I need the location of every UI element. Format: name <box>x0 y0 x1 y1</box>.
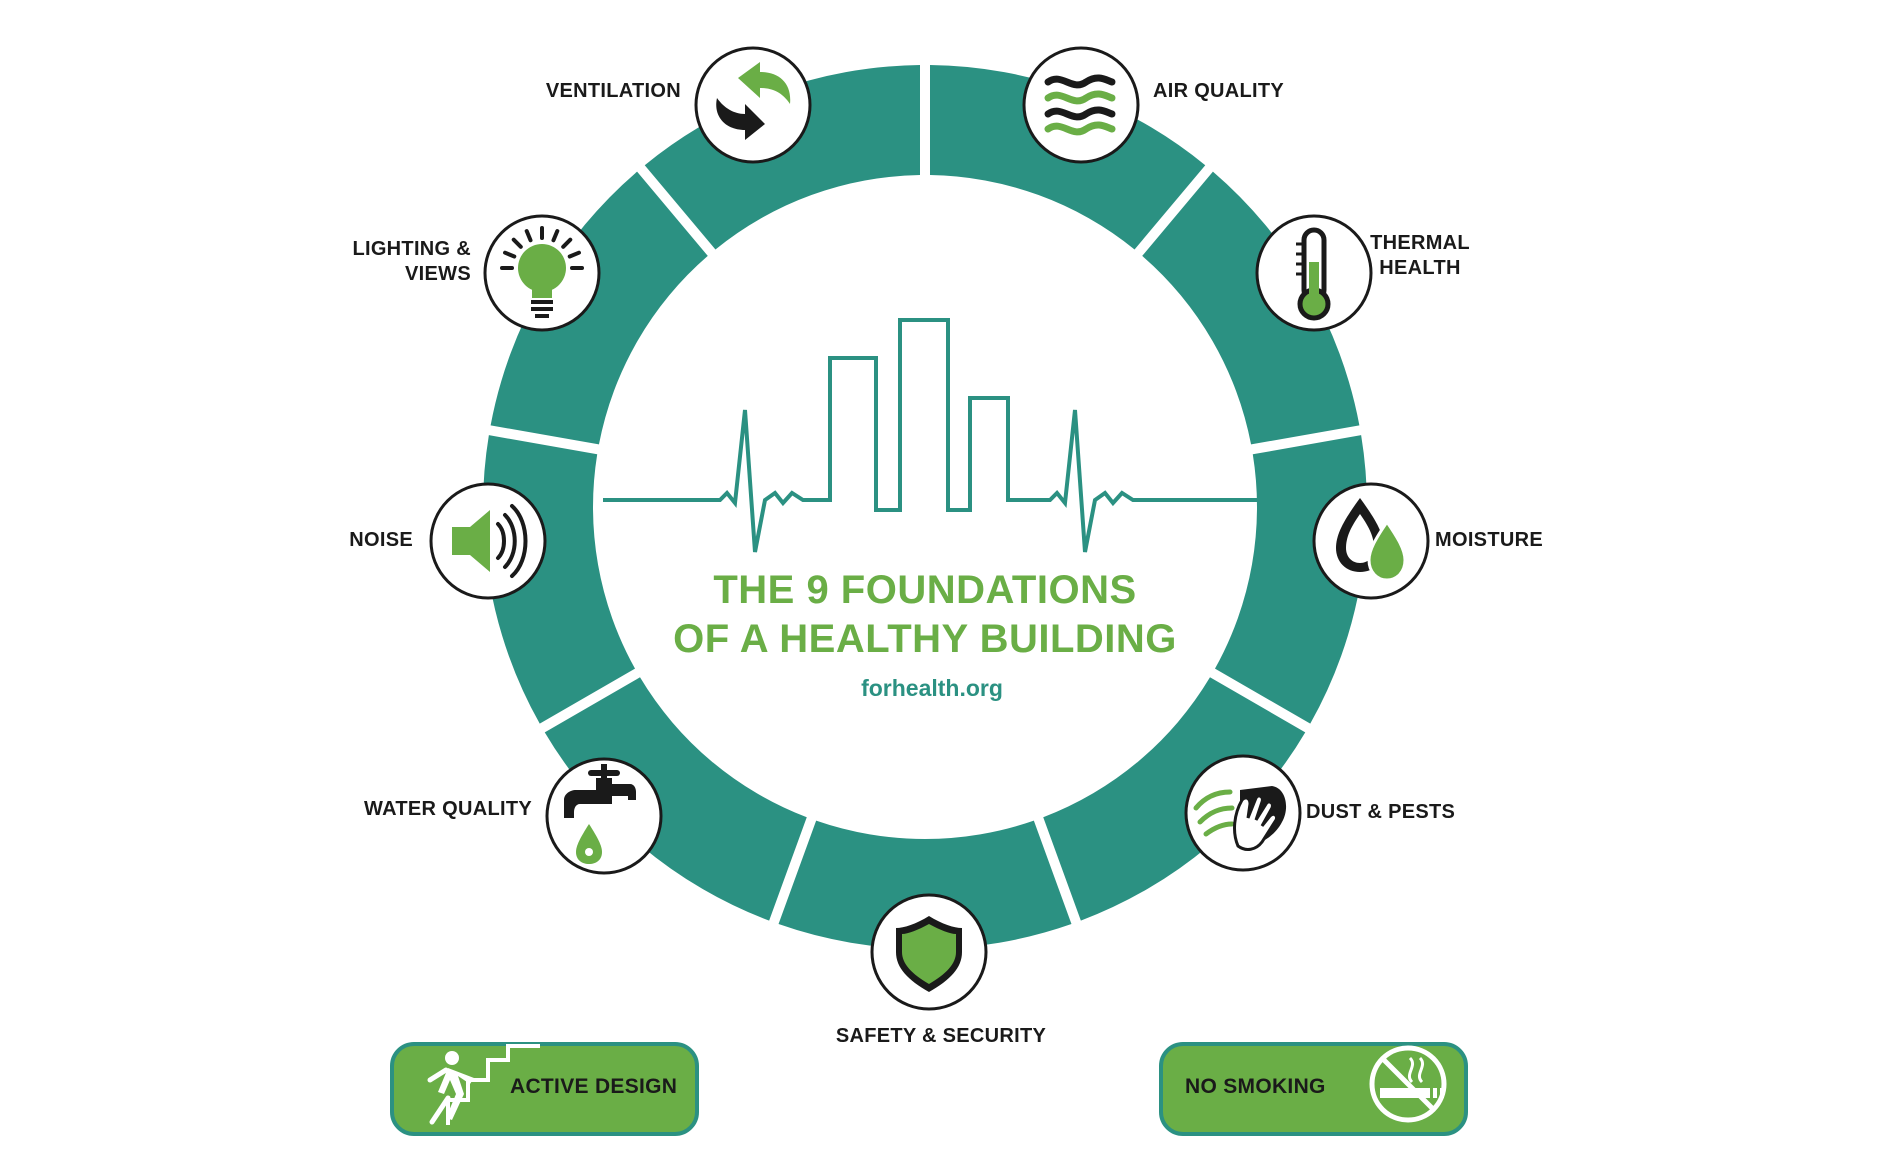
air-waves-icon <box>1044 74 1116 136</box>
no-smoking-badge[interactable]: NO SMOKING <box>1159 1042 1468 1136</box>
ring-segment <box>1142 171 1360 445</box>
bulb-ray <box>561 237 573 249</box>
foundation-ventilation[interactable]: VENTILATION <box>546 46 812 164</box>
bulb-ray <box>524 229 533 243</box>
ventilation-arrows-icon <box>716 62 791 140</box>
lightbulb-icon <box>500 226 584 318</box>
title-line-2: OF A HEALTHY BUILDING <box>673 617 1177 661</box>
foundation-lighting-views[interactable]: LIGHTING & VIEWS <box>352 214 601 332</box>
label-air-quality: AIR QUALITY <box>1153 80 1284 102</box>
label-safety-security: SAFETY & SECURITY <box>836 1025 1047 1047</box>
title-line-1: THE 9 FOUNDATIONS <box>713 568 1136 612</box>
bulb-ray <box>567 250 581 259</box>
bulb-ray <box>551 229 560 243</box>
label-water-quality: WATER QUALITY <box>364 798 532 820</box>
label-thermal-health-2: HEALTH <box>1379 257 1460 279</box>
ring-segment <box>544 677 807 921</box>
speaker-icon <box>452 504 528 578</box>
foundation-safety-security[interactable]: SAFETY & SECURITY <box>836 893 1047 1047</box>
person-stairs-icon <box>427 1044 540 1125</box>
foundation-noise[interactable]: NOISE <box>349 482 547 600</box>
foundations-ring <box>483 65 1367 950</box>
ring-segment <box>778 820 1072 950</box>
label-lighting-views-1: LIGHTING & <box>352 238 471 260</box>
ring-segment <box>1043 677 1306 921</box>
no-smoking-icon <box>1369 1045 1447 1123</box>
foundation-water-quality[interactable]: WATER QUALITY <box>364 757 663 875</box>
label-dust-pests: DUST & PESTS <box>1306 801 1455 823</box>
ring-segment <box>490 171 708 445</box>
active-design-label: ACTIVE DESIGN <box>510 1075 677 1098</box>
thermometer-icon <box>1296 227 1331 321</box>
water-drops-icon <box>1336 498 1407 582</box>
label-thermal-health-1: THERMAL <box>1370 232 1470 254</box>
label-ventilation: VENTILATION <box>546 80 681 102</box>
foundation-moisture[interactable]: MOISTURE <box>1312 482 1543 600</box>
faucet-drop-icon <box>564 764 636 864</box>
foundation-dust-pests[interactable]: DUST & PESTS <box>1184 754 1455 872</box>
active-design-badge[interactable]: ACTIVE DESIGN <box>390 1042 699 1136</box>
foundation-air-quality[interactable]: AIR QUALITY <box>1022 46 1284 164</box>
no-smoking-label: NO SMOKING <box>1185 1075 1326 1098</box>
bulb-ray <box>511 237 523 249</box>
website-url[interactable]: forhealth.org <box>861 675 1003 701</box>
label-lighting-views-2: VIEWS <box>405 263 471 285</box>
ring-segment <box>644 65 921 250</box>
label-moisture: MOISTURE <box>1435 529 1543 551</box>
label-noise: NOISE <box>349 529 413 551</box>
bulb-ray <box>503 250 517 259</box>
shield-icon <box>896 916 962 992</box>
skyline-heartbeat-icon <box>603 318 1257 553</box>
cleaning-hand-icon <box>1193 786 1287 851</box>
foundation-thermal-health[interactable]: THERMAL HEALTH <box>1255 214 1470 332</box>
